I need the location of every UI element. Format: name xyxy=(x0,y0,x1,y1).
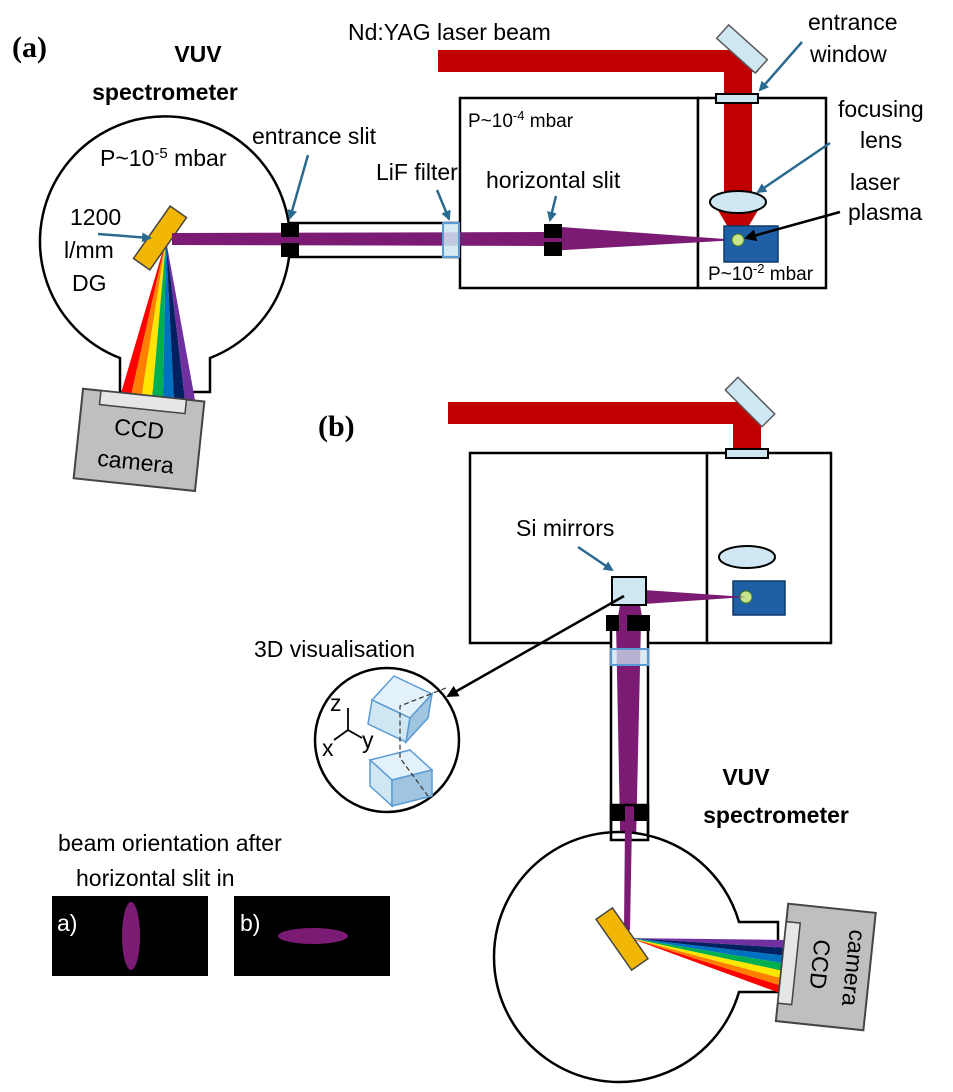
panel-a-label: (a) xyxy=(12,31,47,64)
grating-pointer xyxy=(97,232,152,243)
ccd-label-a-line1: CCD xyxy=(113,413,165,444)
focusing-lens-b xyxy=(718,545,776,569)
entrance-slit-pointer xyxy=(287,154,310,220)
visualisation-beam-path xyxy=(399,687,447,797)
laser-plasma-label-line2: plasma xyxy=(848,199,922,225)
spectrometer-title-b-line1: VUV xyxy=(722,764,770,790)
beam-orientation-title-line2: horizontal slit in xyxy=(76,865,235,891)
focusing-lens-pointer xyxy=(756,141,831,194)
laser-beam-label: Nd:YAG laser beam xyxy=(348,19,551,45)
beam-inset-b: b) xyxy=(234,896,390,976)
entrance-slit-a xyxy=(281,223,299,257)
axis-label-x: x xyxy=(322,735,334,761)
beam-orientation-title-line1: beam orientation after xyxy=(58,830,282,856)
entrance-window-label-line2: window xyxy=(809,41,887,67)
diffraction-spectrum-a xyxy=(119,240,195,400)
spectrometer-title-b-line2: spectrometer xyxy=(703,802,849,828)
si-mirrors-label: Si mirrors xyxy=(516,515,614,541)
lif-filter-b xyxy=(610,648,649,666)
ccd-camera-b: CCD camera xyxy=(774,902,877,1032)
ccd-camera-a: CCD camera xyxy=(72,387,206,493)
laser-plasma-pointer xyxy=(744,210,841,242)
spectrometer-title-a-line2: spectrometer xyxy=(92,79,238,105)
laser-beam-a xyxy=(438,50,760,244)
pressure-chamber-a: P~10-4 mbar xyxy=(468,108,574,132)
pressure-target-a: P~10-2 mbar xyxy=(708,261,814,285)
entrance-window-b xyxy=(725,448,769,459)
spectrometer-title-a-line1: VUV xyxy=(174,41,222,67)
visualisation-label: 3D visualisation xyxy=(254,636,415,662)
diffraction-spectrum-b xyxy=(630,938,788,996)
horizontal-slit-pointer xyxy=(547,195,558,222)
laser-plasma-a xyxy=(731,233,745,247)
horizontal-slit-a xyxy=(544,224,562,256)
focusing-lens-label-line1: focusing xyxy=(838,96,924,122)
entrance-window-a xyxy=(715,93,759,104)
horizontal-slit-label: horizontal slit xyxy=(486,167,621,193)
grating-label-line2: l/mm xyxy=(64,237,114,263)
beam-inset-b-label: b) xyxy=(240,910,260,936)
axis-label-y: y xyxy=(362,727,374,753)
lif-filter-label: LiF filter xyxy=(376,159,458,185)
vuv-beam-b-lower xyxy=(624,822,632,930)
turning-mirror-a xyxy=(715,23,769,75)
focusing-lens-a xyxy=(709,190,767,214)
entrance-window-label-line1: entrance xyxy=(808,9,898,35)
entrance-window-pointer xyxy=(758,41,803,92)
grating-label-line1: 1200 xyxy=(70,204,121,230)
panel-b-label: (b) xyxy=(318,410,355,443)
axis-label-z: z xyxy=(330,690,342,716)
ccd-label-b-line1: CCD xyxy=(804,938,835,990)
diffraction-grating-a xyxy=(132,205,188,271)
diffraction-grating-b xyxy=(594,906,650,972)
si-mirrors-pointer xyxy=(577,545,614,572)
mirror-cube-lower xyxy=(368,749,434,808)
beam-inset-a: a) xyxy=(52,896,208,976)
beam-inset-a-label: a) xyxy=(57,910,77,936)
entrance-slit-label: entrance slit xyxy=(252,123,377,149)
lif-filter-pointer xyxy=(435,189,451,221)
turning-mirror-b xyxy=(724,376,776,428)
entrance-slit-b xyxy=(612,805,647,821)
vacuum-chamber-a xyxy=(458,96,700,290)
grating-label-line3: DG xyxy=(72,270,107,296)
axes-icon xyxy=(333,708,363,741)
pressure-spectrometer-a: P~10-5 mbar xyxy=(100,145,227,171)
visualisation-pointer xyxy=(446,594,625,698)
horizontal-slit-b xyxy=(606,615,650,631)
focusing-lens-label-line2: lens xyxy=(860,127,902,153)
laser-plasma-label-line1: laser xyxy=(850,169,900,195)
lif-filter-a xyxy=(442,222,460,258)
vacuum-chamber-b xyxy=(468,451,709,645)
